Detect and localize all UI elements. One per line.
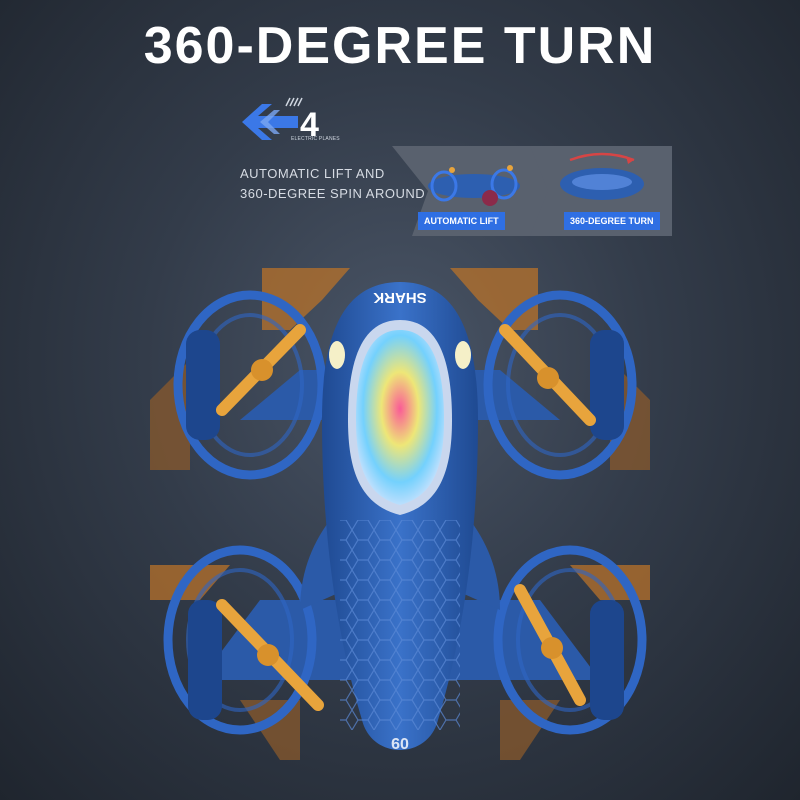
caption-line-2: 360-DEGREE SPIN AROUND <box>240 186 426 201</box>
feature-caption: AUTOMATIC LIFT AND 360-DEGREE SPIN AROUN… <box>240 164 425 204</box>
automatic-lift-panel: AUTOMATIC LIFT <box>392 146 562 236</box>
wheel <box>590 600 624 720</box>
propeller-guard-top-left <box>173 290 327 480</box>
wheel <box>590 330 624 440</box>
propeller-guard-bottom-right <box>493 545 647 735</box>
automatic-lift-label: AUTOMATIC LIFT <box>418 212 505 230</box>
left-headlight <box>329 341 345 369</box>
badge-number: 4 <box>300 106 319 144</box>
back-arrow-badge-icon: 4 <box>242 97 319 144</box>
degree-turn-label: 360-DEGREE TURN <box>564 212 660 230</box>
led-light-panel <box>356 330 444 505</box>
hex-pattern <box>340 520 460 730</box>
right-headlight <box>455 341 471 369</box>
propeller-guard-bottom-left <box>163 545 324 735</box>
degree-turn-panel: 360-DEGREE TURN <box>530 146 672 236</box>
tail-text: 09 <box>391 734 409 751</box>
nose-text: SHARK <box>373 289 427 306</box>
badge-small-text: ELECTRIC PLANES <box>291 136 340 142</box>
wheel <box>188 600 222 720</box>
headline: 360-DEGREE TURN <box>143 17 657 75</box>
propeller-guard-top-right <box>483 290 637 480</box>
wheel <box>186 330 220 440</box>
caption-line-1: AUTOMATIC LIFT AND <box>240 166 385 181</box>
